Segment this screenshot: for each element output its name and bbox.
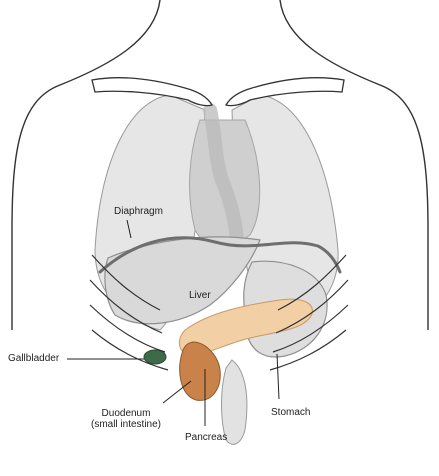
duodenum-organ <box>179 341 221 401</box>
stomach-label: Stomach <box>271 407 311 418</box>
clavicles <box>91 76 345 107</box>
gallbladder-organ <box>143 349 167 365</box>
gallbladder-label: Gallbladder <box>8 353 60 364</box>
pancreas-label: Pancreas <box>185 432 228 443</box>
duodenum-label-line1: Duodenum <box>101 408 151 419</box>
diaphragm-label: Diaphragm <box>114 206 163 217</box>
leader-lines <box>67 219 280 426</box>
duodenum-label: Duodenum (small intestine) <box>91 408 161 430</box>
duodenum-label-line2: (small intestine) <box>90 419 162 430</box>
lower-intestine <box>221 359 248 445</box>
ribs <box>89 254 349 371</box>
liver-label: Liver <box>189 290 211 301</box>
diaphragm-line <box>98 236 342 274</box>
torso-outline <box>11 0 429 330</box>
aorta <box>203 103 245 257</box>
